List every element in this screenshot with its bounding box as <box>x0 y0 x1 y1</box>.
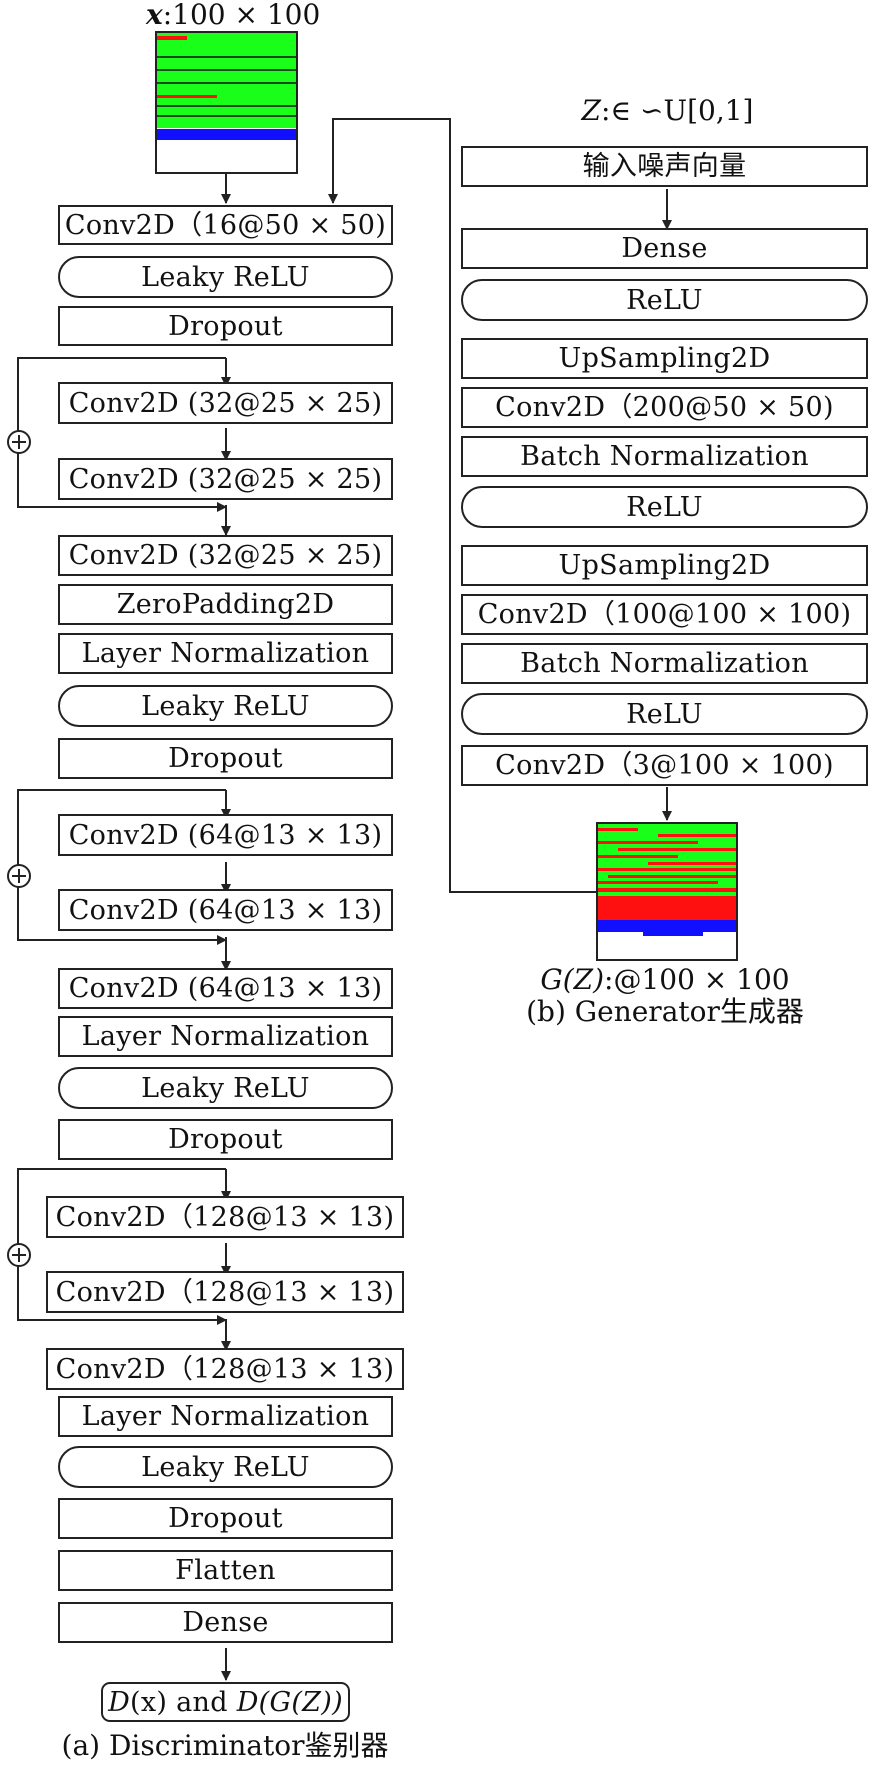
residual-add-icon-2 <box>7 864 31 888</box>
noise-distribution-label: Z:∈ ∽U[0,1] <box>581 94 754 127</box>
disc-layer-14: Layer Normalization <box>58 1016 393 1057</box>
generator-caption: (b) Generator生成器 <box>526 995 804 1028</box>
disc-layer-13: Conv2D (64@13 × 13) <box>58 968 393 1009</box>
gen-layer-4: UpSampling2D <box>461 338 868 379</box>
gen-layer-6: Batch Normalization <box>461 436 868 477</box>
gen-layer-3: ReLU <box>461 279 868 321</box>
real-sample-image <box>155 31 298 174</box>
generated-output-label: G(Z):@100 × 100 <box>540 963 790 996</box>
disc-layer-5: Conv2D (32@25 × 25) <box>58 458 393 500</box>
disc-layer-24: Dense <box>58 1602 393 1643</box>
gen-layer-9: Conv2D（100@100 × 100) <box>461 594 868 635</box>
disc-layer-2: Leaky ReLU <box>58 256 393 298</box>
disc-layer-1: Conv2D（16@50 × 50) <box>58 205 393 245</box>
disc-layer-7: ZeroPadding2D <box>58 584 393 625</box>
residual-add-icon-3 <box>7 1243 31 1267</box>
gen-layer-5: Conv2D（200@50 × 50) <box>461 387 868 428</box>
disc-layer-9: Leaky ReLU <box>58 685 393 727</box>
discriminator-input-label: x:100 × 100 <box>146 0 321 31</box>
generator-to-discriminator-line <box>328 118 596 893</box>
discriminator-caption: (a) Discriminator鉴别器 <box>61 1729 389 1762</box>
disc-layer-17: Conv2D（128@13 × 13) <box>46 1196 404 1238</box>
disc-layer-23: Flatten <box>58 1550 393 1591</box>
disc-layer-18: Conv2D（128@13 × 13) <box>46 1271 404 1313</box>
generated-sample-image <box>596 822 738 961</box>
disc-layer-11: Conv2D (64@13 × 13) <box>58 814 393 856</box>
disc-layer-3: Dropout <box>58 306 393 346</box>
disc-layer-19: Conv2D（128@13 × 13) <box>46 1348 404 1390</box>
disc-layer-6: Conv2D (32@25 × 25) <box>58 535 393 576</box>
gen-layer-8: UpSampling2D <box>461 545 868 586</box>
gen-layer-10: Batch Normalization <box>461 643 868 684</box>
disc-layer-20: Layer Normalization <box>58 1396 393 1437</box>
discriminator-output: D(x) and D(G(Z)) <box>101 1682 350 1722</box>
gen-layer-2: Dense <box>461 228 868 269</box>
disc-layer-21: Leaky ReLU <box>58 1446 393 1488</box>
disc-layer-15: Leaky ReLU <box>58 1067 393 1109</box>
gen-layer-11: ReLU <box>461 693 868 735</box>
residual-add-icon-1 <box>7 430 31 454</box>
gen-layer-12: Conv2D（3@100 × 100) <box>461 745 868 786</box>
disc-layer-10: Dropout <box>58 738 393 779</box>
disc-layer-8: Layer Normalization <box>58 633 393 674</box>
disc-layer-12: Conv2D (64@13 × 13) <box>58 889 393 931</box>
disc-layer-22: Dropout <box>58 1498 393 1539</box>
gen-layer-1: 输入噪声向量 <box>461 146 868 187</box>
disc-layer-4: Conv2D (32@25 × 25) <box>58 382 393 424</box>
disc-layer-16: Dropout <box>58 1119 393 1160</box>
gen-layer-7: ReLU <box>461 486 868 528</box>
